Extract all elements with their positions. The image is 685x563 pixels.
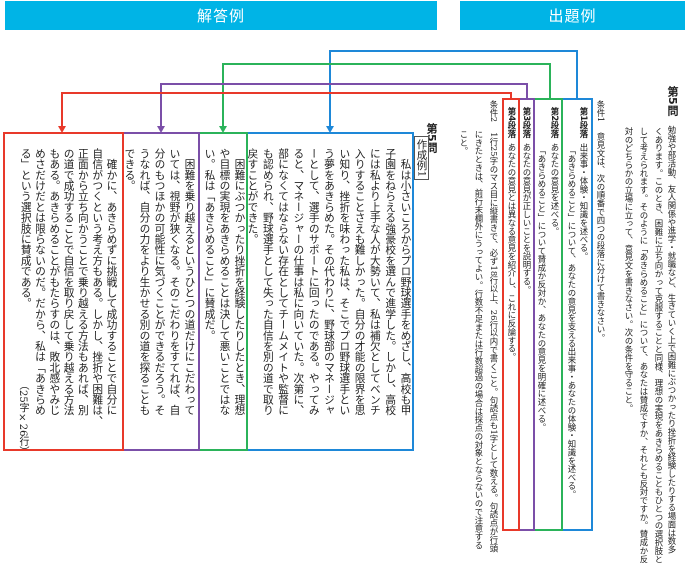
answer-p2-line: い。私は「あきらめること」に賛成だ。 [203, 148, 217, 341]
answer-p4-line: 確かに、あきらめずに挑戦して成功することで自分に [105, 148, 119, 416]
answer-p2-line: や目標の実現をあきらめることは決して悪いことではな [218, 148, 232, 416]
paragraph-2-label: 第2段落 [550, 107, 560, 138]
question-intro-line: 第5問勉強や部活動、友人関係や進学・就職など、生きていく上で困難にぶつかったり挫… [666, 86, 679, 554]
answer-p3-line: うなれば、自分の力をより生かせる別の道を探ることも [138, 148, 152, 416]
answer-p4-line: もある。あきらめることがもたらすのは、敗北感やみじ [48, 148, 62, 416]
answer-p1-line: も認められ、野球選手として失った自信を別の道で取り [261, 148, 275, 416]
condition-2-line: こと。 [459, 130, 469, 156]
paragraph-1-label: 第1段落 [579, 107, 589, 138]
answer-p1-line: 子園をねらえる強豪校を選んで進学した。しかし、高校 [384, 148, 398, 416]
connector-paragraph-2 [222, 63, 551, 128]
question-intro-line: くあります。このとき、困難に立ち向かって克服することと同様、理想の実現をあきらめ… [654, 127, 664, 563]
answer-grid-note: （25字×26行） [17, 380, 28, 457]
answer-p3-line: 困難を乗り越えるというひとつの道だけにこだわって [183, 148, 197, 416]
intro-text: 勉強や部活動、友人関係や進学・就職など、生きていく上で困難にぶつかったり挫折を経… [667, 125, 677, 554]
question-example-header: 出題例 [460, 1, 685, 30]
answer-paragraph-4-box [3, 132, 124, 451]
answer-p1-line: 入りすることさえも難しかった。自分の才能の限界を思 [353, 148, 367, 416]
answer-p1-line: ると、マネージャーの仕事は私に向いていた。次第に、 [292, 148, 306, 416]
answer-p3-line: 分のもつほかの可能性に気づくことができるだろう。そ [153, 148, 167, 416]
arrowhead-3 [157, 126, 165, 133]
answer-p3-line: いては、視野が狭くなる。そのこだわりをすてれば、自 [168, 148, 182, 416]
example-label: 作成例1 [414, 136, 429, 181]
connector-paragraph-3 [160, 83, 528, 128]
answer-p3-line: できる。 [123, 148, 137, 191]
answer-p4-line: 自信がつくという考え方もある。しかし、挫折や困難は、 [91, 148, 105, 427]
condition-1: 条件1 意見文は、次の順番で四つの段落に分けて書きなさい。 [596, 100, 606, 342]
answer-p1-line: う夢をあきらめた。その代わりに、野球部のマネージャ [323, 148, 336, 416]
paragraph-3-text: あなたの意見が正しいことを説明する。 [522, 143, 532, 295]
paragraph-3-instruction: 第3段落あなたの意見が正しいことを説明する。 [522, 107, 532, 295]
answer-p1-line: 戻すことができた。 [246, 148, 260, 245]
paragraph-4-instruction: 第4段落あなたの意見とは異なる意見を紹介し、これに反論する。 [507, 107, 517, 362]
answer-p4-line: の道で成功することで自信を取り戻して乗り越える方法 [62, 148, 76, 416]
arrowhead-4 [58, 126, 66, 133]
paragraph-1-detail: 「あきらめること」について、あなたの意見を支える出来事・あなたの体験・知識を述べ… [567, 146, 577, 499]
answer-example-header: 解答例 [5, 1, 437, 30]
paragraph-2-detail: 「あきらめること」について賛成か反対か、あなたの意見を明確に述べる。 [537, 146, 547, 432]
question-number: 第5問 [666, 86, 679, 116]
answer-p1-line: ーとして、選手のサポートに回ったのである。やってみ [307, 148, 321, 416]
answer-p2-line: 困難にぶつかったり挫折を経験したりしたとき、理想 [233, 148, 247, 416]
condition-2-text: 1行25字のマス目に縦書きで、必ず18行以上、26行以内で書くこと。句読点も1字… [489, 132, 499, 553]
condition-2: 条件2 1行25字のマス目に縦書きで、必ず18行以上、26行以内で書くこと。句読点… [489, 100, 499, 553]
condition-1-label: 条件1 [596, 100, 606, 123]
condition-2-line: にきたときは、前行末欄外にうってよい。行数不足または行数超過の場合は採点の対象と… [474, 130, 484, 550]
condition-2-label: 条件2 [489, 100, 499, 123]
paragraph-3-label: 第3段落 [522, 107, 532, 138]
paragraph-1-instruction: 第1段落出来事・体験・知識を述べる。 [579, 107, 589, 261]
paragraph-4-box [502, 98, 520, 531]
paragraph-4-text: あなたの意見とは異なる意見を紹介し、これに反論する。 [507, 143, 517, 362]
condition-1-text: 意見文は、次の順番で四つの段落に分けて書きなさい。 [596, 132, 606, 342]
arrowhead-2 [219, 126, 227, 133]
question-intro-line: して考えられます。そのように「あきらめること」について、あなたは賛成ですか、それ… [639, 127, 649, 563]
paragraph-2-instruction: 第2段落あなたの意見を述べる。 [550, 107, 560, 236]
connector-arrows [58, 50, 578, 133]
question-intro-line: 対のどちらかの立場に立って、意見文を書きなさい。次の条件を守ること。 [624, 127, 634, 413]
arrowhead-1 [326, 126, 334, 133]
connector-paragraph-1 [329, 50, 578, 128]
paragraph-4-label: 第4段落 [507, 107, 517, 138]
answer-p1-line: には私より上手な人が大勢いて、私は補欠としてベンチ [368, 148, 382, 416]
paragraph-1-text: 出来事・体験・知識を述べる。 [579, 143, 589, 261]
connector-paragraph-4 [61, 92, 512, 128]
paragraph-2-text: あなたの意見を述べる。 [550, 143, 560, 236]
answer-p4-line: めさだけだとは限らないのだ。だから、私は「あきらめ [34, 148, 47, 416]
answer-p1-line: 部になくてはならない存在としてチームメイトや監督に [277, 148, 291, 416]
answer-p4-line: 正面から立ち向かうことで乗り越える方法もあれば、別 [76, 148, 90, 416]
answer-p1-line: 私は小さいころからプロ野球選手をめざし、高校も甲 [399, 148, 413, 416]
answer-p4-line: る」という選択肢に賛成である。 [19, 148, 33, 309]
answer-p1-line: い知り、挫折を味わった私は、そこでプロ野球選手とい [338, 148, 352, 416]
